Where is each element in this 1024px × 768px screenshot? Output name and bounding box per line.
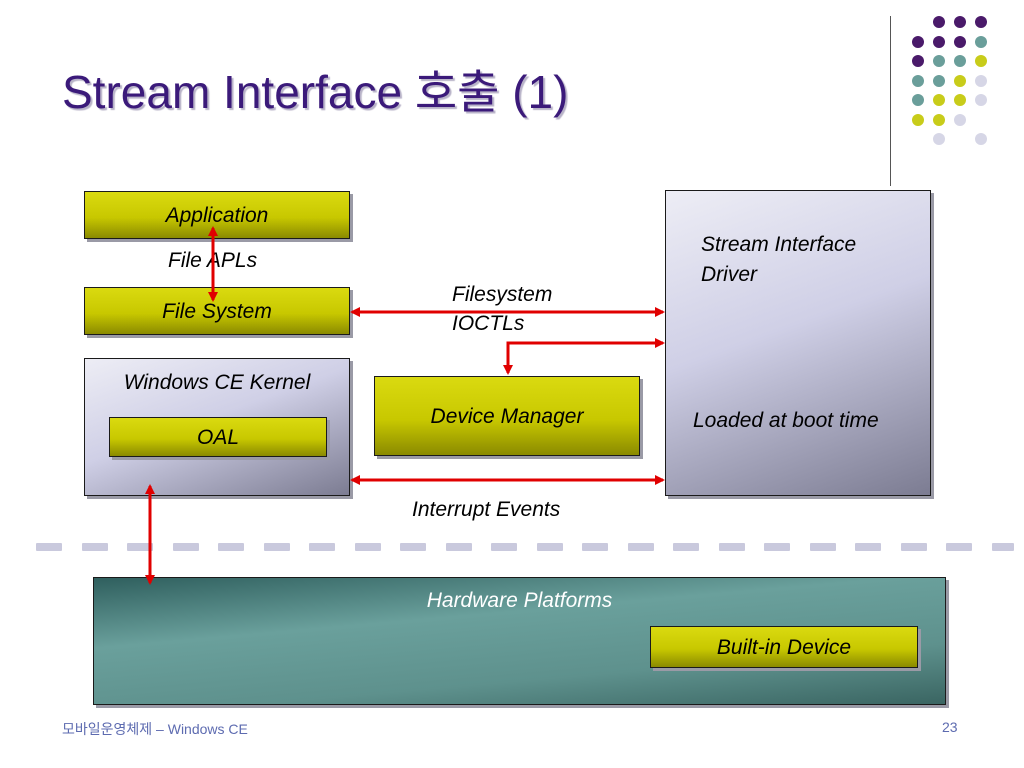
oal-label: OAL xyxy=(196,426,240,449)
separator-dash xyxy=(627,543,654,551)
decorative-dot xyxy=(954,35,966,48)
separator-dash xyxy=(400,543,426,551)
decorative-dot xyxy=(954,94,966,106)
kernel-label: Windows CE Kernel xyxy=(123,371,311,394)
separator-dash xyxy=(309,543,335,551)
separator-dash xyxy=(991,543,1014,551)
decorative-dot xyxy=(975,55,987,67)
decorative-dot xyxy=(975,16,987,28)
separator-dash xyxy=(354,543,381,551)
page-number: 23 xyxy=(942,719,958,735)
driver-label-line1: Stream Interface xyxy=(701,233,857,256)
hardware-platforms-box: Hardware Platforms Built-in Device xyxy=(93,577,946,705)
separator-dash xyxy=(673,543,699,551)
decorative-dot xyxy=(912,35,924,48)
device-manager-label: Device Manager xyxy=(430,405,584,428)
builtin-device-label: Built-in Device xyxy=(716,636,852,659)
application-label: Application xyxy=(165,204,269,227)
decorative-dot xyxy=(975,35,987,48)
separator-dash xyxy=(946,543,972,551)
separator-dash xyxy=(81,543,108,551)
decorative-dot xyxy=(912,55,924,67)
decorative-dot xyxy=(975,94,987,106)
decorative-dot xyxy=(912,74,924,87)
separator-dash xyxy=(127,543,153,551)
loaded-at-boot-label: Loaded at boot time xyxy=(693,409,879,432)
decorative-dot xyxy=(933,55,945,67)
separator-dash xyxy=(36,543,62,551)
device-manager-box: Device Manager xyxy=(374,376,640,456)
oal-box: OAL xyxy=(109,417,327,457)
footer-course-label: 모바일운영체제 – Windows CE xyxy=(62,721,248,737)
interrupt-events-label: Interrupt Events xyxy=(412,498,561,521)
decorative-dot xyxy=(933,16,945,28)
decorative-dot xyxy=(954,74,966,87)
builtin-device-box: Built-in Device xyxy=(650,626,918,668)
separator-dash xyxy=(718,543,745,551)
separator-dash xyxy=(536,543,563,551)
decorative-dot xyxy=(975,74,987,87)
filesystem-ioctls-line1: Filesystem xyxy=(452,283,553,306)
separator-dash xyxy=(172,543,199,551)
hardware-platforms-label: Hardware Platforms xyxy=(426,589,613,612)
decorative-dot xyxy=(933,113,945,126)
decorative-dot xyxy=(954,55,966,67)
decorative-dot xyxy=(912,113,924,126)
separator-dash xyxy=(900,543,927,551)
separator-dash xyxy=(582,543,608,551)
decorative-dot xyxy=(954,113,966,126)
decorative-dot xyxy=(975,133,987,145)
separator-dash xyxy=(855,543,881,551)
decorative-dot xyxy=(912,94,924,106)
separator-dash xyxy=(764,543,790,551)
decorative-dot xyxy=(954,16,966,28)
separator-dash xyxy=(218,543,244,551)
kernel-box: Windows CE Kernel OAL xyxy=(84,358,350,496)
filesystem-ioctls-line2: IOCTLs xyxy=(452,312,525,335)
decorative-dot xyxy=(933,35,945,48)
decorative-dot xyxy=(933,74,945,87)
decorative-dot xyxy=(933,94,945,106)
driver-label-line2: Driver xyxy=(701,263,757,286)
decorative-divider-line xyxy=(890,16,891,186)
decorative-dot xyxy=(933,133,945,145)
separator-dash xyxy=(491,543,517,551)
file-system-label: File System xyxy=(162,300,272,323)
separator-dash xyxy=(445,543,472,551)
separator-dash xyxy=(263,543,290,551)
slide-title: Stream Interface 호출 (1) xyxy=(62,66,569,118)
stream-interface-driver-box: Stream Interface Driver Loaded at boot t… xyxy=(665,190,931,496)
arrow-driver-devicemanager xyxy=(503,338,665,375)
separator-dash xyxy=(809,543,836,551)
